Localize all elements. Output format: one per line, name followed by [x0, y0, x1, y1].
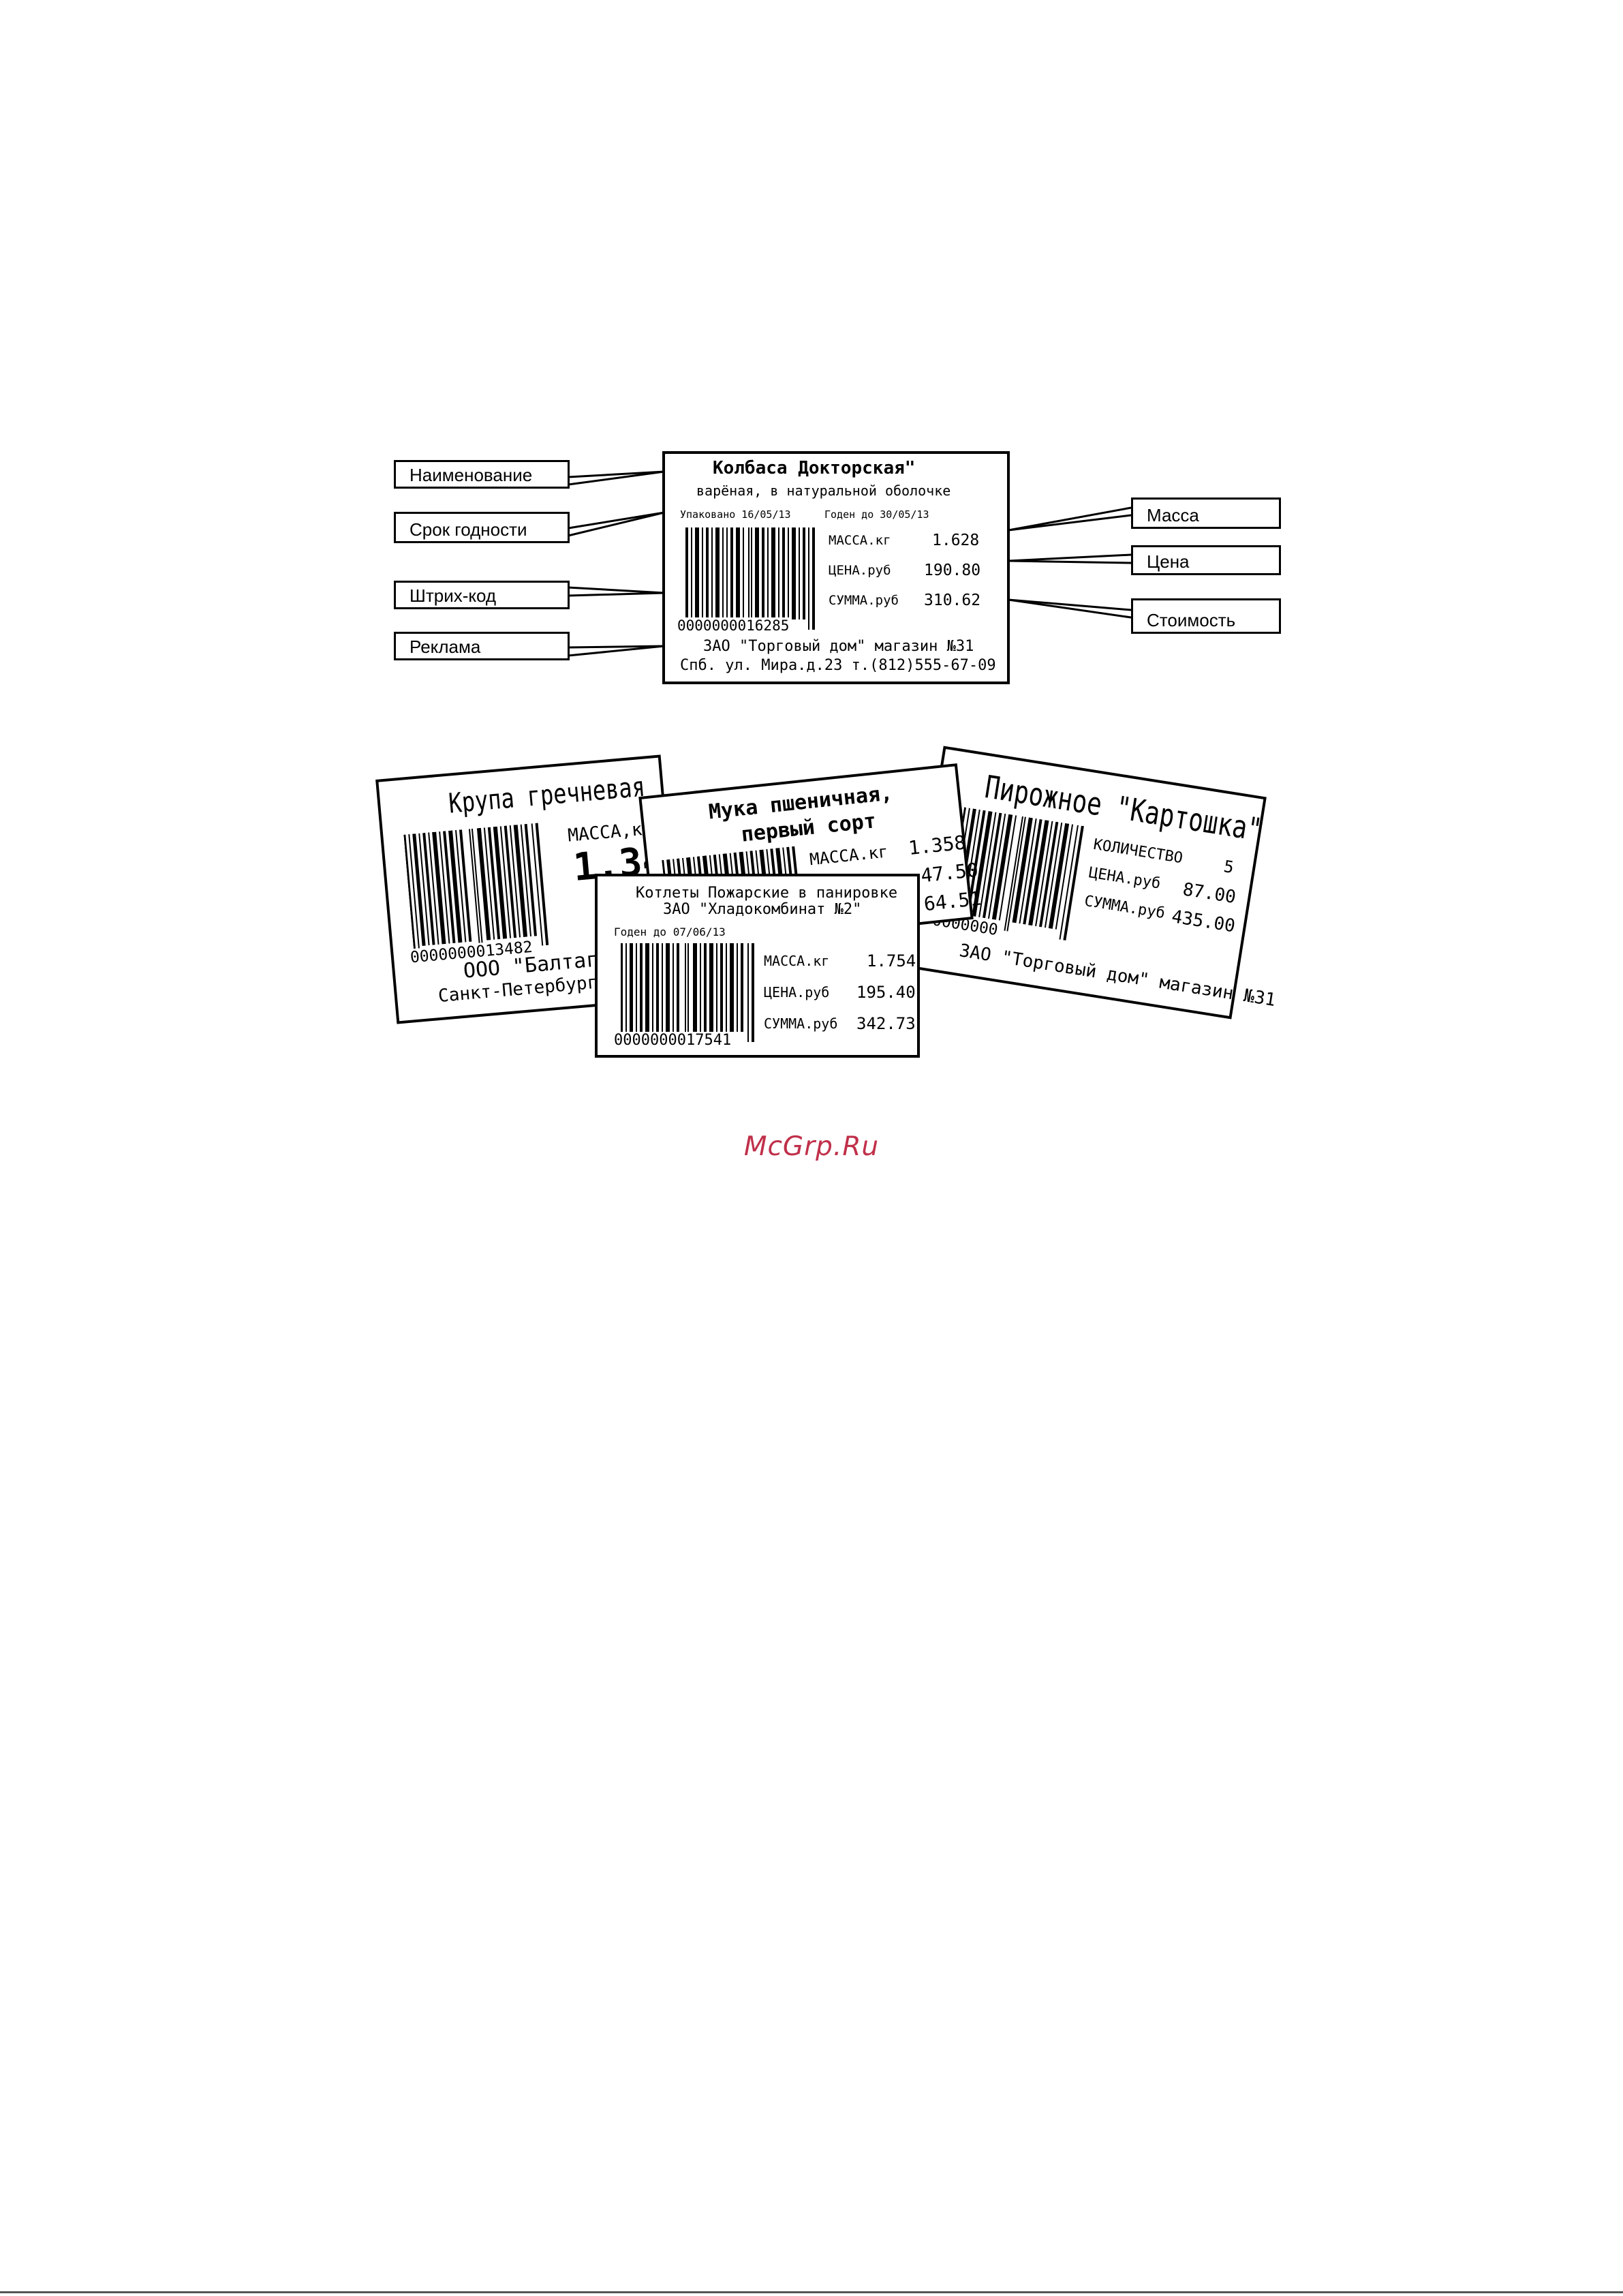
callout-cost: Стоимость — [1131, 598, 1281, 634]
callout-name: Наименование — [394, 460, 570, 489]
pirozhnoe-sum-value: 435.00 — [1170, 906, 1237, 937]
main-label-price-value: 190.80 — [924, 562, 981, 579]
watermark-text: McGrp.Ru — [743, 1131, 880, 1162]
kotlety-barcode-number: 0000000017541 — [614, 1032, 732, 1049]
main-label-barcode — [685, 527, 815, 630]
muka-mass-value: 1.358 — [907, 831, 967, 860]
kotlety-best-before: Годен до 07/06/13 — [614, 925, 726, 938]
main-label-sum-name: СУММА.руб — [829, 593, 899, 608]
callout-expiry-text: Срок годности — [409, 519, 527, 540]
pirozhnoe-sum-name: СУММА.руб — [1083, 892, 1166, 923]
kotlety-title-line2: ЗАО "Хладокомбинат №2" — [663, 901, 862, 918]
kotlety-sum-value: 342.73 — [856, 1014, 916, 1033]
grechka-barcode — [403, 823, 550, 958]
main-label-packed-date: Упаковано 16/05/13 — [680, 508, 791, 521]
barcode-graphic — [403, 823, 549, 958]
pirozhnoe-price-name: ЦЕНА.руб — [1087, 864, 1162, 893]
callout-cost-text: Стоимость — [1147, 610, 1236, 630]
barcode-graphic — [685, 527, 815, 630]
kotlety-price-name: ЦЕНА.руб — [764, 984, 830, 1000]
callout-barcode-text: Штрих-код — [409, 585, 497, 606]
callout-advertising: Реклама — [394, 632, 570, 660]
pirozhnoe-qty-name: КОЛИЧЕСТВО — [1092, 836, 1184, 868]
kotlety-price-value: 195.40 — [856, 983, 916, 1002]
bottom-rule — [0, 2291, 1623, 2293]
kotlety-mass-name: МАССА.кг — [764, 953, 830, 969]
main-label-barcode-number: 0000000016285 — [677, 617, 790, 634]
main-label-ad-line1: ЗАО "Торговый дом" магазин №31 — [703, 638, 974, 655]
callout-leader-lines — [568, 470, 1132, 657]
main-label-mass-name: МАССА.кг — [829, 533, 891, 548]
pirozhnoe-ad-line: ЗАО "Торговый дом" магазин №31 — [957, 940, 1278, 1011]
kotlety-sum-name: СУММА.руб — [764, 1015, 838, 1032]
kotlety-title-line1: Котлеты Пожарские в панировке — [636, 885, 898, 902]
callout-mass-text: Масса — [1147, 505, 1199, 525]
main-label-ad-line2: Спб. ул. Мира.д.23 т.(812)555-67-09 — [680, 657, 996, 674]
main-label-price-name: ЦЕНА.руб — [829, 563, 891, 578]
grechka-title: Крупа гречневая — [447, 771, 647, 820]
sample-label-grechka: Крупа гречневая 0000000013482 МАССА,к 1.… — [375, 754, 682, 1024]
callout-advertising-text: Реклама — [409, 637, 481, 657]
kotlety-barcode — [621, 943, 757, 1042]
callout-name-text: Наименование — [409, 465, 533, 485]
sample-label-kotlety: Котлеты Пожарские в панировке ЗАО "Хладо… — [595, 874, 920, 1058]
pirozhnoe-qty-value: 5 — [1222, 857, 1235, 878]
main-label-subtitle: варёная, в натуральной оболочке — [696, 483, 951, 499]
main-label-best-before: Годен до 30/05/13 — [824, 508, 929, 521]
main-label-title: Колбаса Докторская" — [713, 458, 916, 478]
barcode-graphic — [621, 943, 754, 1042]
main-label-mass-value: 1.628 — [932, 532, 980, 549]
callout-mass: Масса — [1131, 498, 1281, 529]
main-label-sum-value: 310.62 — [924, 592, 981, 609]
muka-mass-name: МАССА.кг — [808, 842, 889, 870]
main-scale-label: Колбаса Докторская" варёная, в натуральн… — [662, 451, 1010, 684]
pirozhnoe-price-value: 87.00 — [1181, 879, 1237, 908]
callout-price: Цена — [1131, 545, 1281, 575]
callout-expiry: Срок годности — [394, 512, 570, 543]
callout-barcode: Штрих-код — [394, 581, 570, 609]
kotlety-mass-value: 1.754 — [867, 951, 916, 970]
callout-price-text: Цена — [1147, 551, 1190, 572]
